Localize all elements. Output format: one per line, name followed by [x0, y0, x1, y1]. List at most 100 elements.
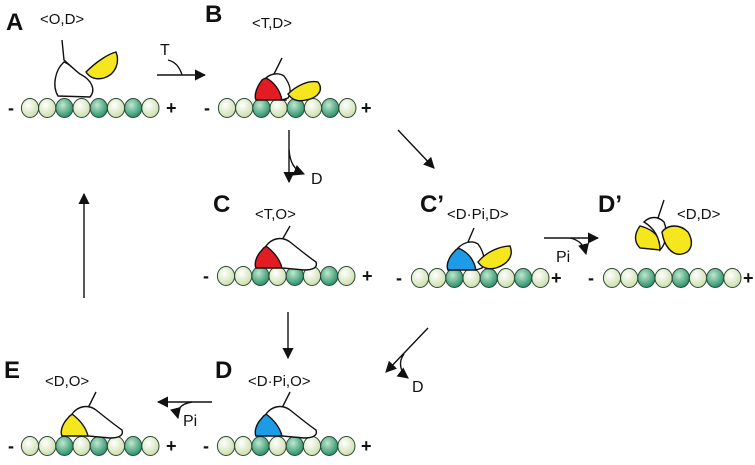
tubulin-subunit [55, 98, 74, 118]
tubulin-subunit [235, 98, 254, 118]
tubulin-subunit [479, 268, 498, 288]
panel-b-kinesin [254, 57, 322, 102]
arrow-d-to-e [156, 396, 212, 420]
tubulin-subunit [531, 268, 550, 288]
state-label-c: <T,O> [255, 206, 296, 223]
tubulin-subunit [302, 436, 322, 456]
reaction-label-pi-d: Pi [183, 413, 197, 430]
state-label-a: <O,D> [40, 11, 84, 28]
tubulin-subunit [654, 268, 673, 288]
tubulin-subunit [106, 98, 126, 118]
head-b-front [287, 80, 322, 102]
panel-letter-e: E [4, 357, 20, 384]
reaction-label-t: T [160, 42, 170, 59]
arrow-a-to-b [157, 59, 207, 81]
tubulin-subunit [216, 266, 236, 286]
head-d-prime-rear [634, 225, 662, 251]
panel-letter-b: B [205, 1, 222, 28]
head-e-front [71, 405, 124, 439]
tubulin-subunit [445, 268, 464, 288]
tubulin-subunit [285, 436, 304, 456]
head-a-rear [54, 61, 94, 98]
tubulin-subunit [428, 268, 447, 288]
head-c-prime-front [477, 245, 512, 270]
tubulin-subunit [320, 436, 339, 456]
reaction-label-d-c-prime: D [412, 379, 424, 396]
panel-d-prime-kinesin [634, 199, 693, 255]
panel-d-kinesin [254, 391, 318, 439]
state-label-d: <D·Pi,O> [248, 373, 311, 390]
tubulin-subunit [141, 436, 160, 456]
tubulin-subunit [688, 268, 708, 288]
head-c-front [265, 237, 318, 271]
plus-end-c-prime: + [551, 268, 562, 288]
tubulin-subunit [269, 98, 288, 118]
plus-end-a: + [166, 98, 177, 118]
plus-end-c: + [362, 266, 373, 286]
tubulin-subunit [637, 268, 656, 288]
head-d-front [265, 405, 318, 439]
tubulin-subunit [251, 266, 270, 286]
tubulin-subunit [462, 268, 481, 288]
minus-end-b: - [204, 98, 210, 118]
tubulin-subunit [124, 98, 143, 118]
panel-d-prime-microtubule [602, 268, 742, 288]
state-label-c-prime: <D·Pi,D> [447, 206, 509, 223]
minus-end-e: - [8, 436, 14, 456]
tubulin-subunit [514, 268, 533, 288]
plus-end-d-prime: + [743, 268, 754, 288]
arrow-c-prime-to-d [385, 327, 429, 379]
minus-end-d: - [203, 436, 209, 456]
tubulin-subunit [338, 98, 357, 118]
panel-a-kinesin [54, 39, 119, 98]
tubulin-subunit [337, 266, 356, 286]
tubulin-subunit [496, 268, 516, 288]
head-d-prime-front [661, 225, 693, 255]
tubulin-subunit [303, 98, 323, 118]
reaction-label-d-b: D [311, 171, 323, 188]
tubulin-subunit [89, 436, 108, 456]
tubulin-subunit [216, 436, 236, 456]
state-label-e: <D,O> [45, 373, 89, 390]
panel-c-prime-microtubule [410, 268, 550, 288]
plus-end-e: + [166, 436, 177, 456]
tubulin-subunit [124, 436, 143, 456]
panel-b-microtubule [217, 98, 357, 118]
minus-end-d-prime: - [588, 268, 594, 288]
minus-end-c: - [203, 266, 209, 286]
tubulin-subunit [706, 268, 725, 288]
panel-letter-c-prime: C’ [420, 191, 444, 218]
arrow-b-to-c [283, 130, 306, 184]
tubulin-subunit [38, 98, 57, 118]
panel-letter-c: C [213, 191, 230, 218]
minus-end-a: - [8, 98, 14, 118]
state-label-b: <T,D> [252, 15, 292, 32]
plus-end-b: + [361, 98, 372, 118]
tubulin-subunit [251, 436, 270, 456]
tubulin-subunit [268, 436, 287, 456]
tubulin-subunit [337, 436, 356, 456]
tubulin-subunit [723, 268, 742, 288]
panel-a-microtubule [20, 98, 160, 118]
minus-end-c-prime: - [396, 268, 402, 288]
tubulin-subunit [217, 98, 237, 118]
panel-e-microtubule [20, 436, 160, 456]
head-a-front [85, 51, 119, 80]
panel-e-kinesin [60, 391, 124, 439]
tubulin-subunit [234, 436, 253, 456]
tubulin-subunit [55, 436, 74, 456]
tubulin-subunit [20, 436, 40, 456]
tubulin-subunit [268, 266, 287, 286]
panel-c-prime-kinesin [446, 227, 512, 271]
panel-letter-a: A [6, 9, 23, 36]
head-b-rear-neck [264, 73, 291, 101]
panel-letter-d: D [215, 357, 232, 384]
reaction-label-pi-c-prime: Pi [556, 249, 570, 266]
tubulin-subunit [320, 266, 339, 286]
tubulin-subunit [620, 268, 639, 288]
plus-end-d: + [361, 436, 372, 456]
tubulin-subunit [106, 436, 126, 456]
tubulin-subunit [89, 98, 108, 118]
tubulin-subunit [252, 98, 271, 118]
